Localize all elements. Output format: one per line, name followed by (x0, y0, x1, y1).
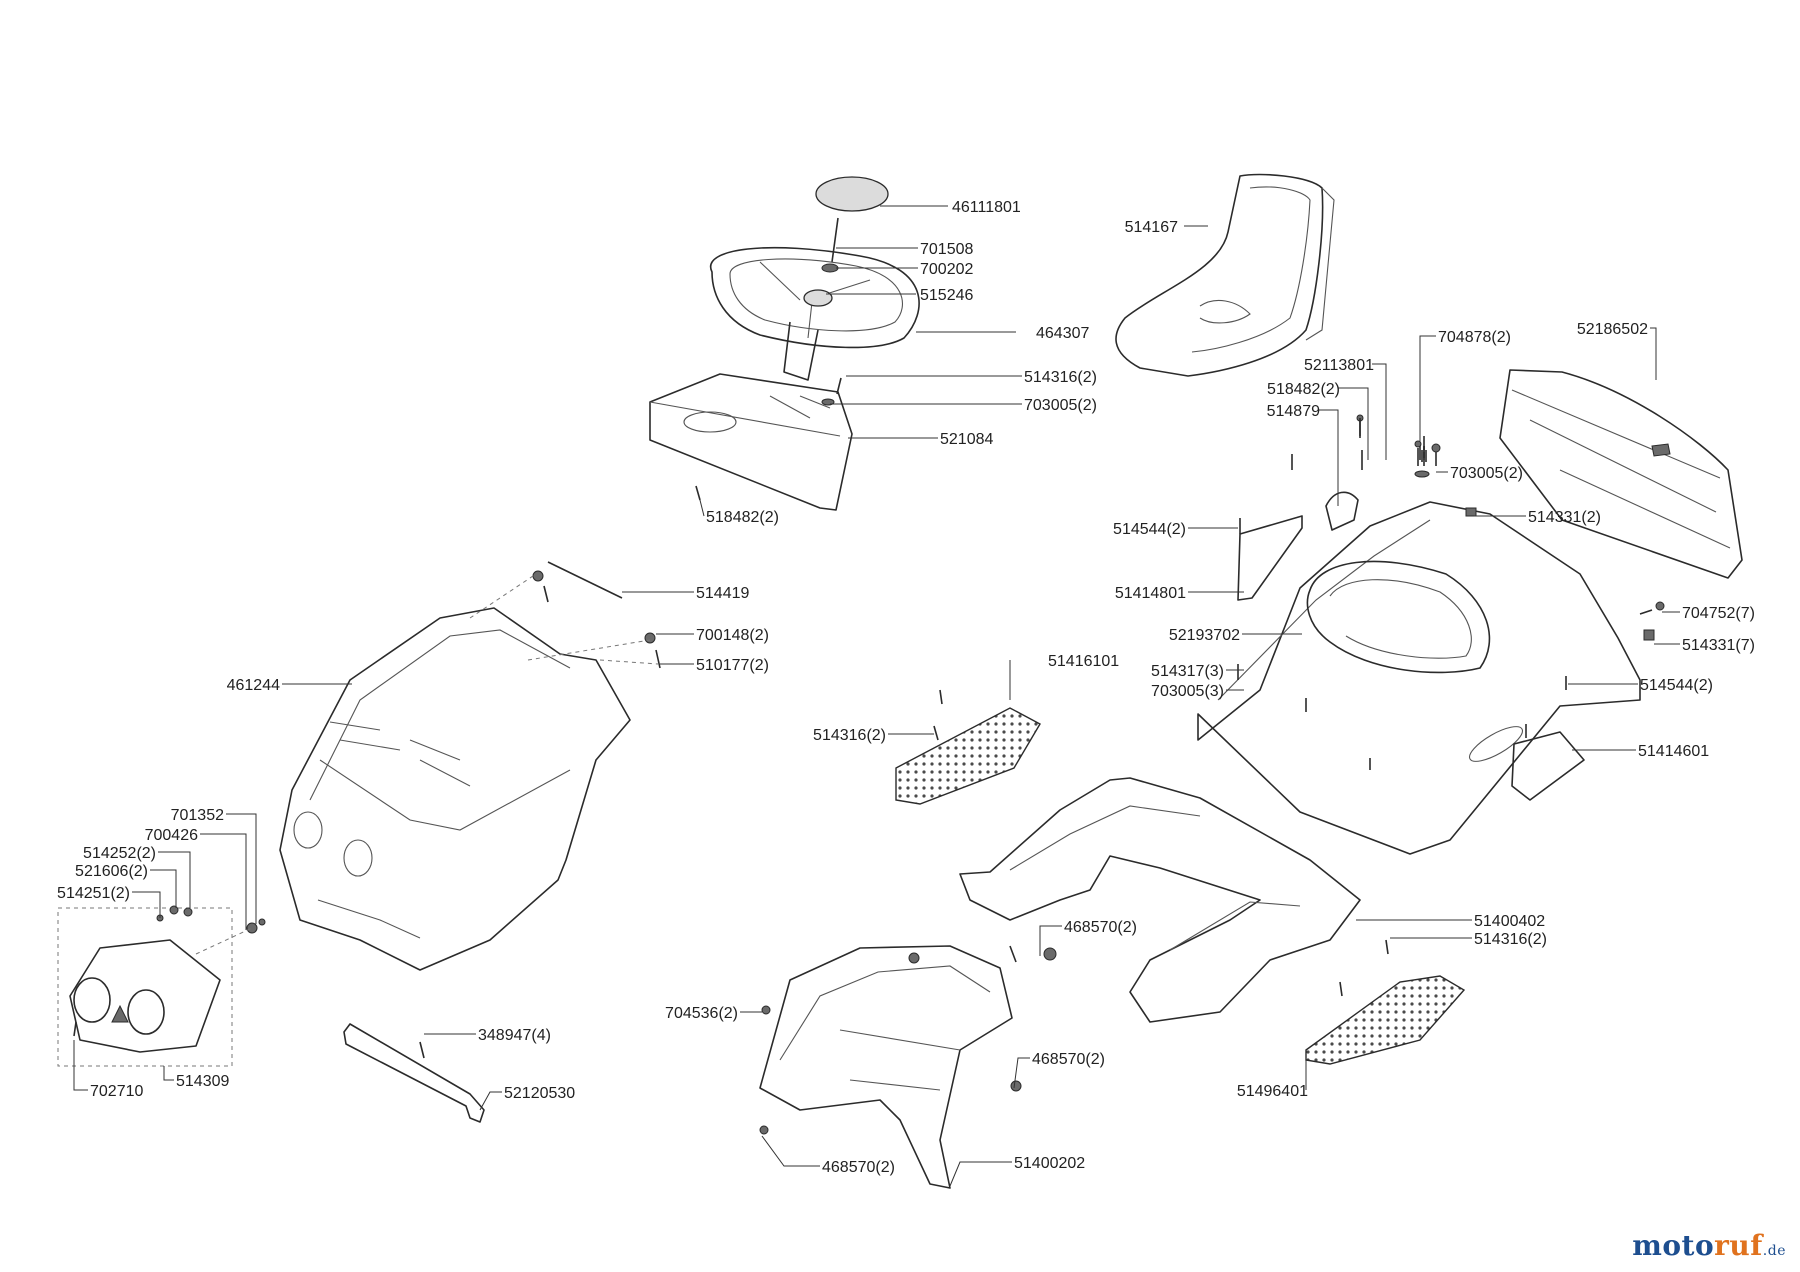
part-label-rod: 514419 (696, 585, 749, 602)
part-label-lamp-b: 521606(2) (75, 863, 148, 880)
part-label-washer-l: 701352 (171, 807, 224, 824)
part-label-screw-c: 704878(2) (1438, 329, 1511, 346)
steering-washer (821, 263, 839, 273)
part-label-nut-l: 700426 (145, 827, 198, 844)
panel-screw (836, 377, 842, 395)
part-label-latch: 514879 (1267, 403, 1320, 420)
panel-screw-b (695, 485, 701, 501)
seat-latch (1325, 491, 1359, 531)
front-panel (759, 945, 1057, 1189)
panel-screw-j (908, 952, 920, 964)
seat-hinge (1237, 515, 1303, 601)
part-label-screw-f: 514317(3) (1151, 663, 1224, 680)
part-label-washer-steer: 700202 (920, 261, 973, 278)
front-panel-shape (759, 945, 1013, 1189)
dash-panel (649, 373, 853, 511)
steering-assembly (649, 176, 920, 511)
brand-part1: moto (1632, 1229, 1715, 1262)
part-label-screw-steer: 701508 (920, 241, 973, 258)
seat-assembly (1115, 173, 1335, 377)
headlight-assembly (57, 905, 266, 1067)
part-label-washer-hood: 700148(2) (696, 627, 769, 644)
footboard-shape (959, 777, 1361, 1023)
part-label-rear-box: 52186502 (1577, 321, 1648, 338)
steering-wheel (709, 246, 920, 349)
seat-opening (1306, 560, 1491, 674)
part-label-hood: 461244 (227, 677, 280, 694)
brand-part2: ruf (1714, 1229, 1763, 1262)
part-label-seat: 514167 (1125, 219, 1178, 236)
part-label-bolt-a: 52113801 (1304, 357, 1374, 374)
step-screw (933, 725, 939, 741)
part-label-hinge: 51414801 (1115, 585, 1186, 602)
part-label-screw-j: 468570(2) (1064, 919, 1137, 936)
part-label-washer-c: 703005(2) (1450, 465, 1523, 482)
part-label-screw-h: 514316(2) (813, 727, 886, 744)
rear-hardware (1237, 414, 1665, 770)
part-label-lamp-a: 514252(2) (83, 845, 156, 862)
part-label-step-plate-l: 51416101 (1048, 653, 1119, 670)
seat (1115, 173, 1324, 377)
part-label-handle: 51414601 (1638, 743, 1709, 760)
footboard (959, 777, 1361, 1023)
part-label-screw-n: 514316(2) (1474, 931, 1547, 948)
bracket-screw (419, 1041, 425, 1059)
rear-fender (1197, 501, 1641, 855)
part-label-screw-panel: 514316(2) (1024, 369, 1097, 386)
steering-column (783, 321, 819, 381)
part-label-footboard: 51400402 (1474, 913, 1545, 930)
brand-part3: .de (1762, 1243, 1786, 1259)
step-plate-right (1305, 975, 1466, 1065)
part-label-washer-f: 703005(3) (1151, 683, 1224, 700)
part-label-nut-j: 704536(2) (665, 1005, 738, 1022)
part-label-lamp-c: 514251(2) (57, 885, 130, 902)
part-label-screw-m: 468570(2) (822, 1159, 895, 1176)
part-label-screw-bracket: 348947(4) (478, 1027, 551, 1044)
steering-hub (803, 289, 833, 307)
step-plate-left (895, 707, 1041, 805)
seat-cushion-cap (815, 176, 889, 212)
part-label-screw-e: 704752(7) (1682, 605, 1755, 622)
part-label-nut-a: 514331(2) (1528, 509, 1601, 526)
part-labels: 46111801 701508 700202 515246 464307 514316(2… (57, 199, 1755, 1176)
rear-body (1197, 491, 1641, 855)
headlight-housing (69, 939, 221, 1053)
part-label-screw-k: 468570(2) (1032, 1051, 1105, 1068)
brand-logo: motoruf.de (1632, 1229, 1786, 1262)
part-label-dash-panel: 521084 (940, 431, 993, 448)
bracket (343, 1023, 485, 1123)
part-label-hub: 515246 (920, 287, 973, 304)
part-label-nut-b: 514331(7) (1682, 637, 1755, 654)
part-label-screw-panel-b: 518482(2) (706, 509, 779, 526)
part-label-headlight: 514309 (176, 1073, 229, 1090)
part-label-screw-hood: 510177(2) (696, 657, 769, 674)
part-label-step-plate-r: 51496401 (1237, 1083, 1308, 1100)
body-handle (1511, 731, 1585, 801)
part-label-screw-d: 514544(2) (1113, 521, 1186, 538)
rear-box-assembly (1499, 369, 1743, 579)
part-label-washer-panel: 703005(2) (1024, 397, 1097, 414)
hood-assembly (279, 561, 661, 971)
hood-rod (547, 561, 623, 599)
rear-box (1499, 369, 1743, 579)
steering-screw (831, 217, 839, 263)
part-label-front-panel: 51400202 (1014, 1155, 1085, 1172)
part-label-screw-g: 514544(2) (1640, 677, 1713, 694)
part-label-seat-cushion: 46111801 (952, 199, 1021, 216)
part-label-screw-l: 702710 (90, 1083, 143, 1100)
hood (279, 607, 631, 971)
part-label-screw-b: 518482(2) (1267, 381, 1340, 398)
part-label-steering-wheel: 464307 (1036, 325, 1089, 342)
part-label-bracket: 52120530 (504, 1085, 575, 1102)
part-label-rear-body: 52193702 (1169, 627, 1240, 644)
leader-lines (73, 205, 1680, 1187)
